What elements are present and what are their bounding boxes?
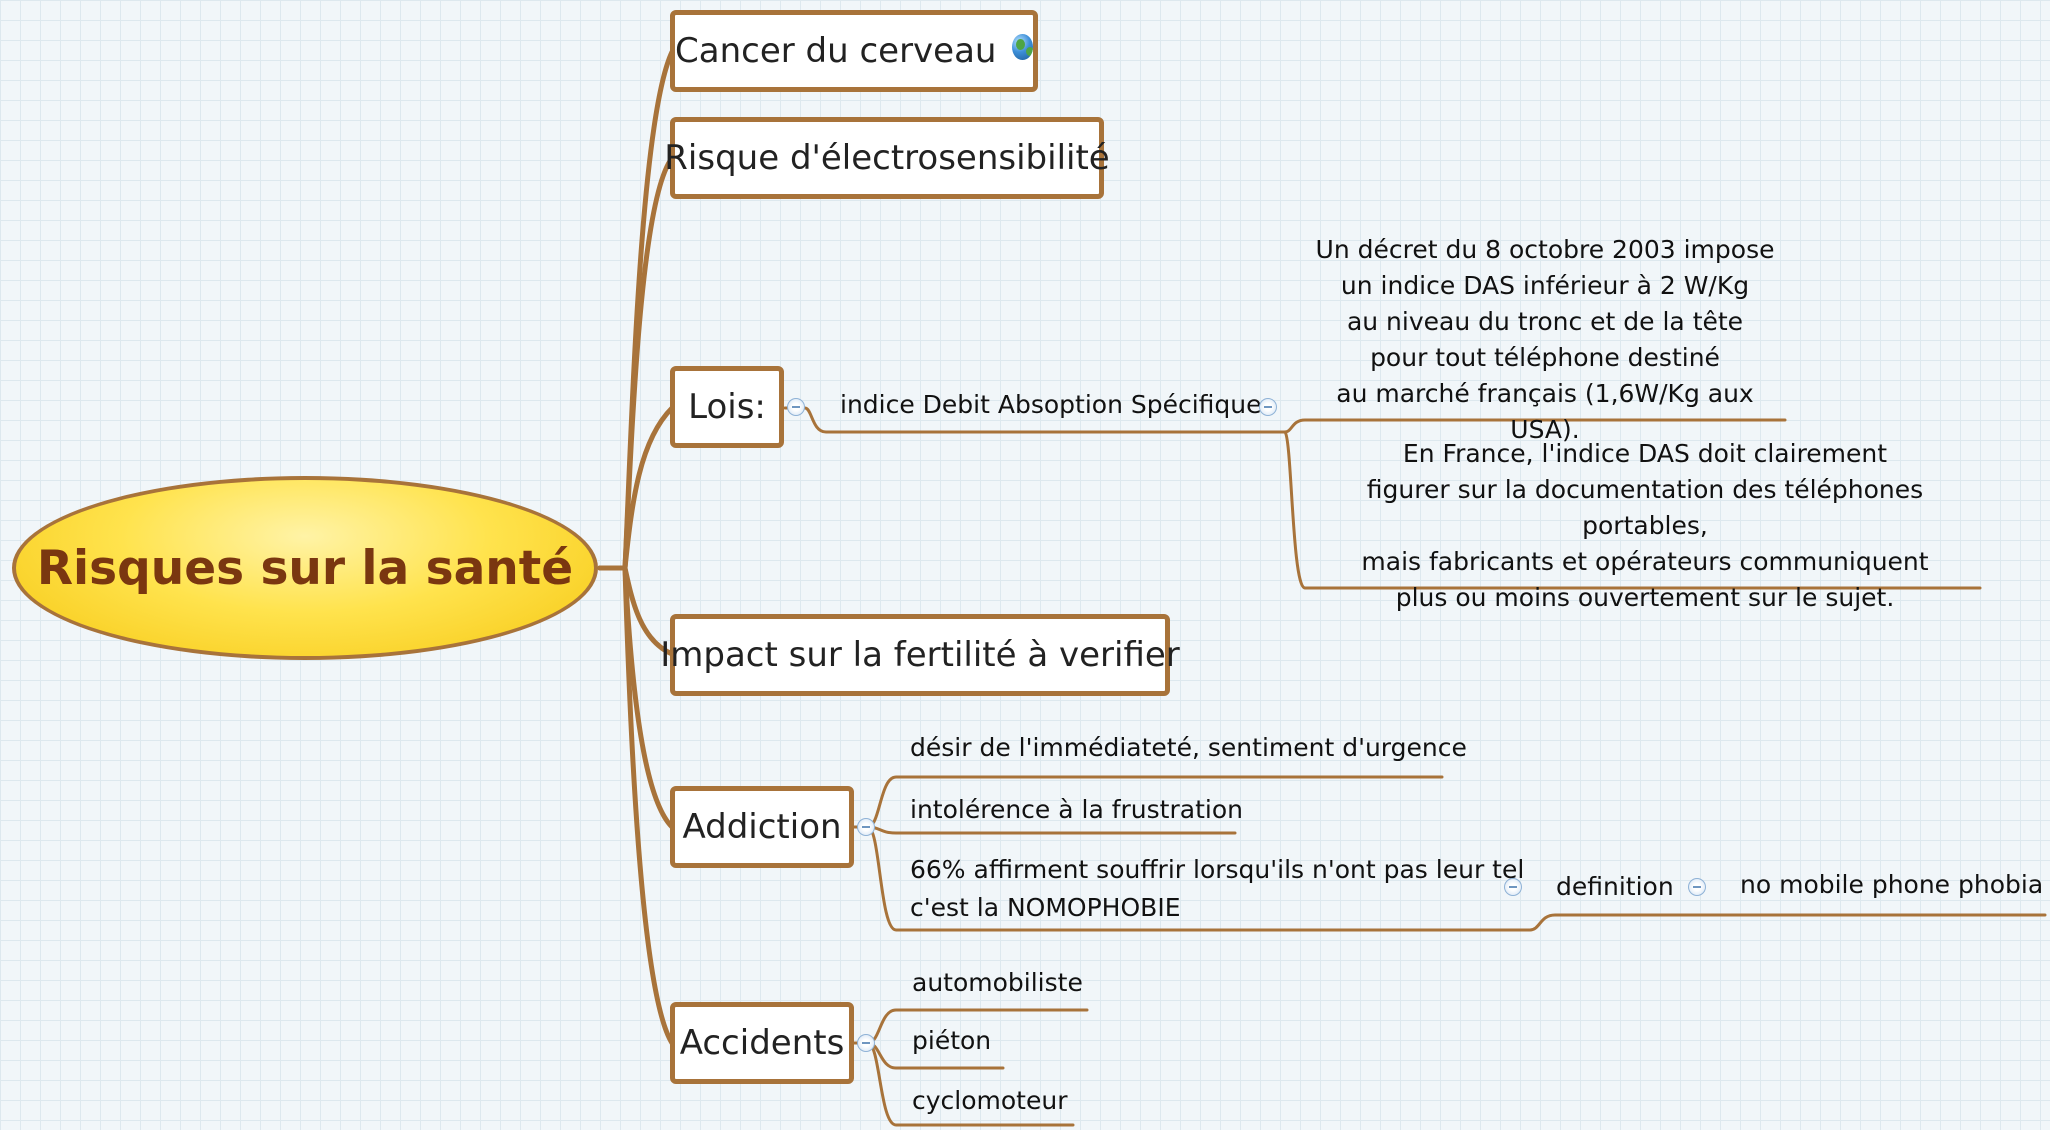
topic-label: Lois: [688, 387, 766, 427]
subtopic-nomophobie[interactable]: 66% affirment souffrir lorsqu'ils n'ont … [910, 855, 1525, 922]
topic-label: Accidents [679, 1023, 845, 1063]
topic-accidents[interactable]: Accidents [670, 1002, 854, 1084]
topic-label: Addiction [682, 807, 842, 847]
topic-label: Risque d'électrosensibilité [664, 138, 1110, 178]
subtopic-frustration[interactable]: intolérence à la frustration [910, 795, 1243, 824]
subtopic-no-mobile-phone-phobia[interactable]: no mobile phone phobia [1740, 870, 2044, 899]
note-decret[interactable]: Un décret du 8 octobre 2003 impose un in… [1315, 235, 1775, 444]
topic-label: Impact sur la fertilité à verifier [660, 635, 1180, 675]
topic-electrosensibilite[interactable]: Risque d'électrosensibilité [664, 117, 1110, 199]
subtopic-cyclomoteur[interactable]: cyclomoteur [912, 1086, 1068, 1115]
collapse-lois-button[interactable] [787, 398, 805, 416]
collapse-addiction-button[interactable] [857, 818, 875, 836]
note-france-das[interactable]: En France, l'indice DAS doit clairement … [1361, 439, 1929, 612]
topic-cancer-du-cerveau[interactable]: Cancer du cerveau [670, 10, 1038, 92]
collapse-nomophobie-button[interactable] [1504, 878, 1522, 896]
subtopic-immediatete[interactable]: désir de l'immédiateté, sentiment d'urge… [910, 733, 1467, 762]
central-topic[interactable]: Risques sur la santé [12, 476, 598, 660]
topic-addiction[interactable]: Addiction [670, 786, 854, 868]
central-topic-label: Risques sur la santé [36, 540, 574, 596]
collapse-definition-button[interactable] [1688, 878, 1706, 896]
topic-lois[interactable]: Lois: [670, 366, 784, 448]
topic-fertilite[interactable]: Impact sur la fertilité à verifier [660, 614, 1180, 696]
collapse-accidents-button[interactable] [857, 1034, 875, 1052]
subtopic-definition[interactable]: definition [1556, 872, 1674, 901]
collapse-indice-das-button[interactable] [1259, 398, 1277, 416]
subtopic-automobiliste[interactable]: automobiliste [912, 968, 1083, 997]
topic-label: Cancer du cerveau [675, 31, 997, 71]
subtopic-indice-das[interactable]: indice Debit Absoption Spécifique [840, 390, 1262, 419]
subtopic-pieton[interactable]: piéton [912, 1026, 992, 1055]
globe-icon[interactable] [1012, 34, 1033, 60]
